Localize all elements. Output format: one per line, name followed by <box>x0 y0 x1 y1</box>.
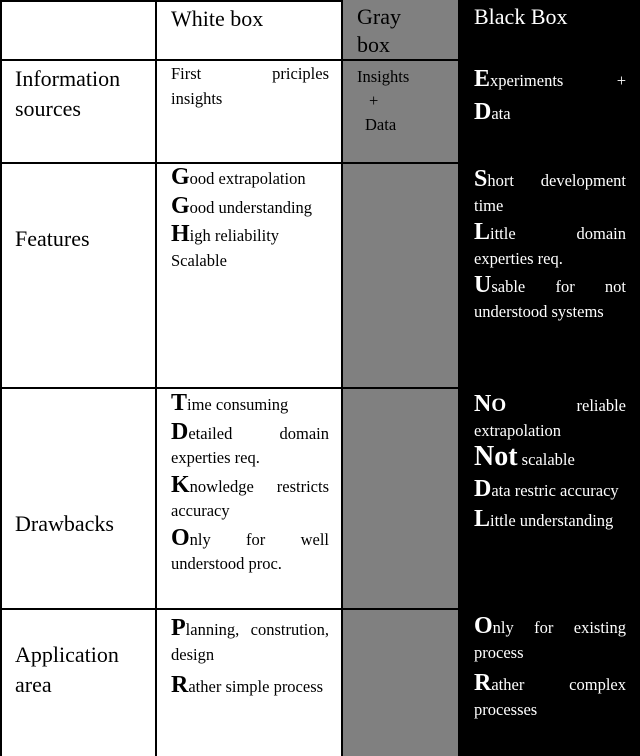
white-application-item: Rather simple process <box>171 672 324 698</box>
white-feature-item: High reliability <box>171 221 280 247</box>
white-info-line2: insights <box>171 88 223 108</box>
row-label-features: Features <box>0 164 157 389</box>
black-info-item: Experiments + <box>474 66 626 92</box>
white-features: Good extrapolation Good understanding Hi… <box>157 164 343 389</box>
black-application-area: Only for existing process Rather complex… <box>460 610 640 756</box>
white-feature-item: Scalable <box>171 250 227 270</box>
white-info-line1: First priciples <box>171 64 329 83</box>
gray-information-sources: Insights + Data <box>343 61 460 164</box>
black-info-item: Data <box>474 98 511 125</box>
black-drawback-item: Data restric accuracy <box>474 475 619 502</box>
white-application-item: Planning, constrution, design <box>171 615 329 664</box>
white-feature-item: Good extrapolation <box>171 164 306 190</box>
header-black-box: Black Box <box>460 0 640 61</box>
black-feature-item: Short development time <box>474 166 626 215</box>
header-white-box: White box <box>157 0 343 61</box>
gray-drawbacks <box>343 389 460 610</box>
white-information-sources: First priciples insights <box>157 61 343 164</box>
header-corner-cell <box>0 0 157 61</box>
black-application-item: Only for existing process <box>474 613 626 662</box>
gray-application-area <box>343 610 460 756</box>
white-feature-item: Good understanding <box>171 192 313 219</box>
black-drawback-item: NO reliable extrapolation <box>474 391 626 440</box>
black-application-item: Rather complex processes <box>474 670 626 719</box>
white-application-area: Planning, constrution, design Rather sim… <box>157 610 343 756</box>
black-drawbacks: NO reliable extrapolation Not scalable D… <box>460 389 640 610</box>
row-label-drawbacks: Drawbacks <box>0 389 157 610</box>
gray-features <box>343 164 460 389</box>
black-drawback-item: Little understanding <box>474 506 614 532</box>
white-drawbacks: Time consuming Detailed domain experties… <box>157 389 343 610</box>
white-drawback-item: Only for well understood proc. <box>171 524 329 574</box>
white-drawback-item: Time consuming <box>171 390 289 416</box>
black-information-sources: Experiments + Data <box>460 61 640 164</box>
black-feature-item: Little domain experties req. <box>474 219 626 268</box>
white-drawback-item: Detailed domain experties req. <box>171 418 329 468</box>
black-feature-item: Usable for not understood systems <box>474 272 626 321</box>
black-drawback-item: Not scalable <box>474 441 575 472</box>
white-drawback-item: Knowledge restricts accuracy <box>171 471 329 521</box>
black-features: Short development time Little domain exp… <box>460 164 640 389</box>
